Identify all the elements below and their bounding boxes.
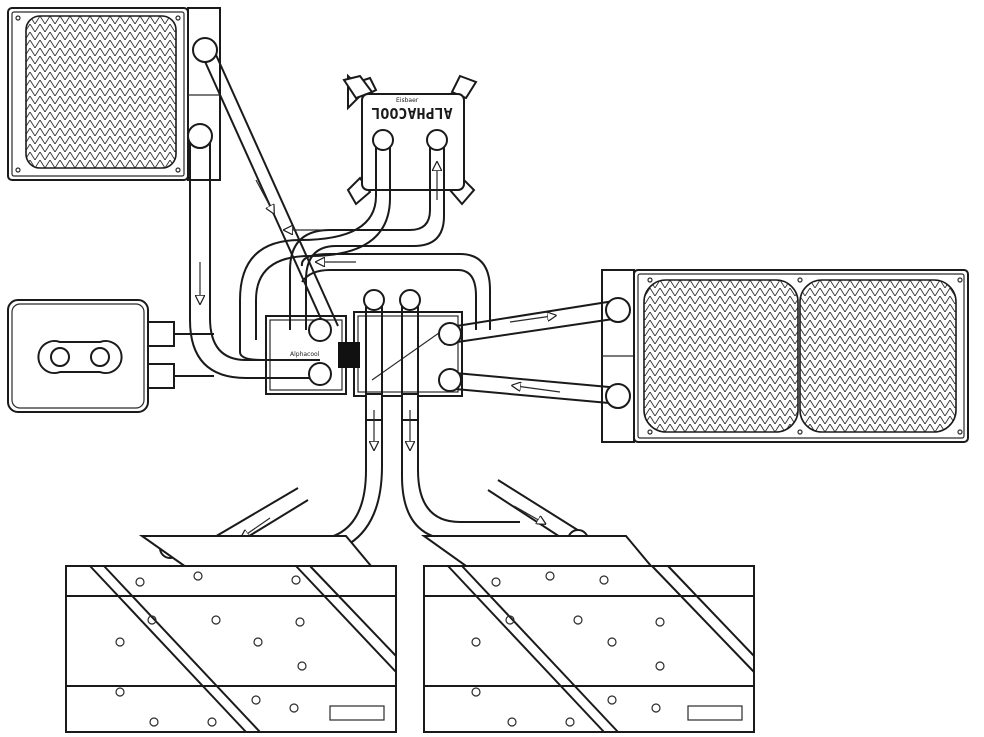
gpu-block-right [420,535,755,733]
cpu-water-block: ALPHACOOL Eisbaer [342,73,478,206]
radiator-360-right [601,269,969,443]
radiator-120-top-left [7,7,221,181]
pump-label: Alphacool [290,351,320,358]
flow-arrows [200,166,561,536]
pump-reservoir-unit [7,299,175,413]
gpu-block-left [65,535,397,733]
cpu-block-logo: ALPHACOOL [371,104,452,122]
cpu-block-brand: Eisbaer [396,97,419,104]
fittings [159,37,631,559]
coupling [338,342,360,368]
